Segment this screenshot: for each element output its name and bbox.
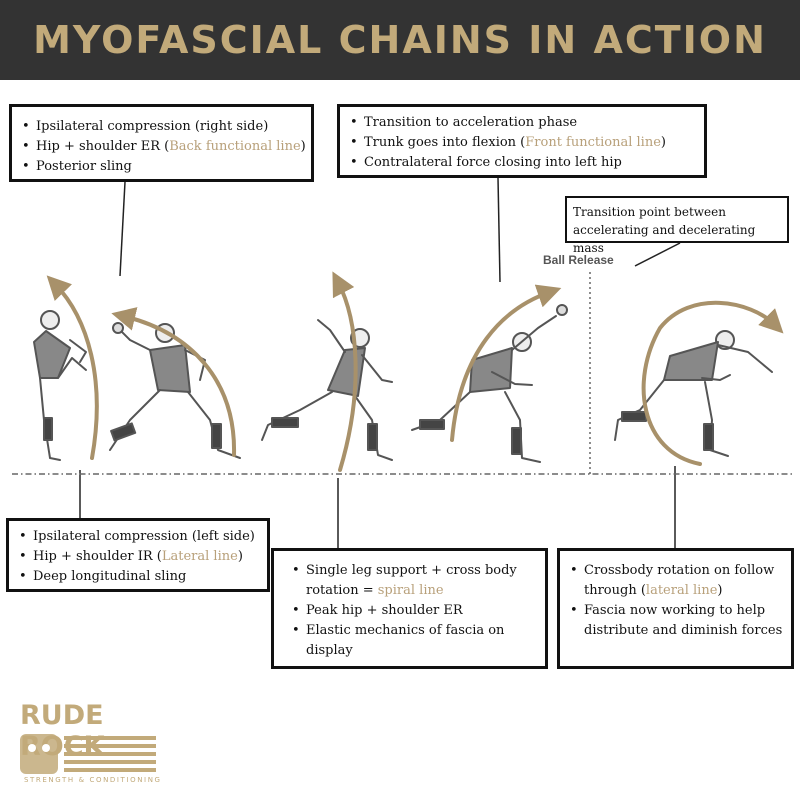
- pitcher-figure-acceleration: [411, 304, 568, 463]
- logo-flag-icon: [20, 734, 156, 774]
- bullet-item: Ipsilateral compression (right side): [22, 117, 307, 137]
- connector-top-right: [634, 242, 681, 267]
- fascial-line-highlight: lateral line: [645, 583, 718, 598]
- ball-release-label: Ball Release: [543, 253, 614, 267]
- bullet-item: Ipsilateral compression (left side): [19, 527, 263, 547]
- bullet-text: Deep longitudinal sling: [33, 569, 187, 584]
- bullet-text: Single leg support + cross body rotation…: [306, 563, 517, 598]
- pitcher-figure-leg-lift: [33, 310, 87, 461]
- bullet-text: Hip + shoulder ER (: [36, 139, 170, 154]
- bullet-text: Ipsilateral compression (left side): [33, 529, 255, 544]
- chain-arrow-3: [332, 271, 358, 472]
- pitcher-figure-arm-cocked: [261, 319, 393, 461]
- bullet-item: Peak hip + shoulder ER: [292, 601, 541, 621]
- callout-top-center-list: Transition to acceleration phaseTrunk go…: [344, 113, 700, 173]
- chain-arrow-5: [641, 300, 784, 466]
- bullet-item: Single leg support + cross body rotation…: [292, 561, 541, 601]
- callout-top-left-list: Ipsilateral compression (right side) Hip …: [16, 117, 307, 177]
- rude-rock-logo: RUDE ROCK STRENGTH & CONDITIONING: [20, 700, 160, 790]
- logo-subtitle: STRENGTH & CONDITIONING: [24, 776, 162, 784]
- callout-bottom-right: Crossbody rotation on follow through (la…: [557, 548, 794, 669]
- bullet-text: Crossbody rotation on follow through (: [584, 563, 775, 598]
- fascial-line-highlight: Front functional line: [525, 135, 661, 150]
- page-title: MYOFASCIAL CHAINS IN ACTION: [33, 18, 767, 62]
- bullet-item: Hip + shoulder IR (Lateral line): [19, 547, 263, 567]
- callout-bottom-left: Ipsilateral compression (left side) Hip +…: [6, 518, 270, 592]
- bullet-text: Peak hip + shoulder ER: [306, 603, 463, 618]
- header-banner: MYOFASCIAL CHAINS IN ACTION: [0, 0, 800, 80]
- callout-bottom-center: Single leg support + cross body rotation…: [271, 548, 548, 669]
- callout-top-center: Transition to acceleration phaseTrunk go…: [337, 104, 707, 178]
- bullet-text: Contralateral force closing into left hi…: [364, 155, 622, 170]
- chain-arrow-2: [111, 307, 237, 457]
- chain-arrow-4: [450, 284, 562, 442]
- bullet-item: Contralateral force closing into left hi…: [350, 153, 700, 173]
- bullet-text: Elastic mechanics of fascia on display: [306, 623, 505, 658]
- bullet-text: Hip + shoulder IR (: [33, 549, 162, 564]
- bullet-text-end: ): [237, 549, 243, 564]
- callout-top-right-text: Transition point between accelerating an…: [573, 205, 756, 255]
- callout-bottom-center-list: Single leg support + cross body rotation…: [286, 561, 541, 661]
- bullet-item: Elastic mechanics of fascia on display: [292, 621, 541, 661]
- bullet-text-end: ): [660, 135, 666, 150]
- chain-arrow-1: [46, 275, 99, 460]
- callout-bottom-right-list: Crossbody rotation on follow through (la…: [564, 561, 787, 641]
- bullet-item: Trunk goes into flexion (Front functiona…: [350, 133, 700, 153]
- fascial-line-highlight: Lateral line: [161, 549, 238, 564]
- fascial-line-highlight: spiral line: [377, 583, 444, 598]
- connector-top-center: [497, 177, 501, 283]
- bullet-text: Fascia now working to help distribute an…: [584, 603, 783, 638]
- callout-top-left: Ipsilateral compression (right side) Hip …: [9, 104, 314, 182]
- connector-top-left: [119, 181, 126, 277]
- bullet-item: Transition to acceleration phase: [350, 113, 700, 133]
- bullet-text: Transition to acceleration phase: [364, 115, 578, 130]
- callout-bottom-left-list: Ipsilateral compression (left side) Hip +…: [13, 527, 263, 587]
- bullet-text: Trunk goes into flexion (: [364, 135, 526, 150]
- bullet-text: Posterior sling: [36, 159, 132, 174]
- callout-top-right: Transition point between accelerating an…: [565, 196, 789, 255]
- bullet-item: Fascia now working to help distribute an…: [570, 601, 787, 641]
- bullet-item: Crossbody rotation on follow through (la…: [570, 561, 787, 601]
- bullet-item: Deep longitudinal sling: [19, 567, 263, 587]
- fascial-line-highlight: Back functional line: [169, 139, 301, 154]
- bullet-text: Ipsilateral compression (right side): [36, 119, 269, 134]
- bullet-text-end: ): [717, 583, 723, 598]
- pitcher-figure-follow-through: [614, 330, 773, 457]
- bullet-text-end: ): [300, 139, 306, 154]
- bullet-item: Posterior sling: [22, 157, 307, 177]
- bullet-item: Hip + shoulder ER (Back functional line): [22, 137, 307, 157]
